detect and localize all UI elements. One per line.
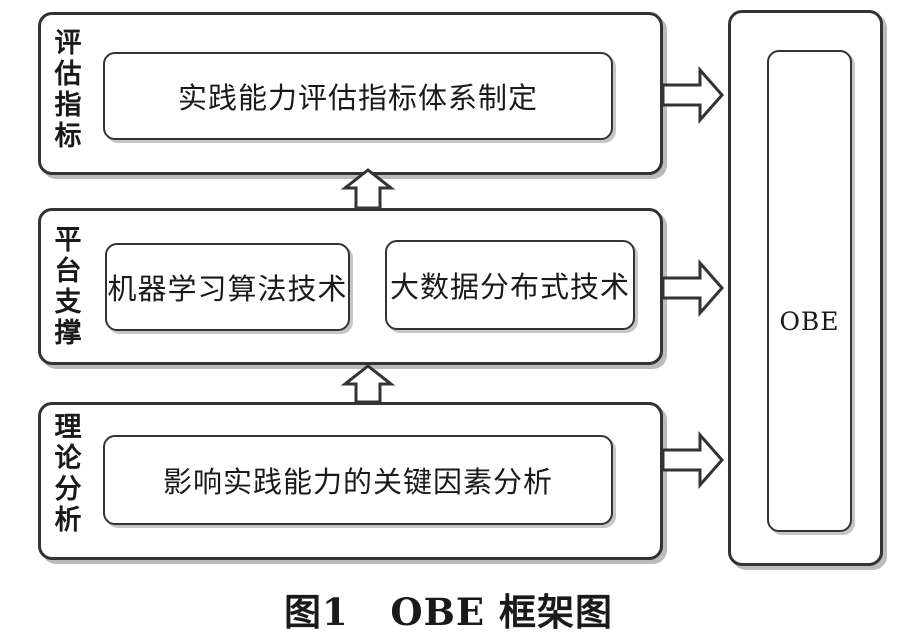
up-arrow-platform-to-evaluation (340, 168, 396, 210)
evaluation-layer-label: 评 估 指 标 (54, 28, 82, 152)
platform-item-bigdata: 大数据分布式技术 (385, 240, 635, 330)
right-arrow-platform-to-obe (661, 259, 724, 317)
up-arrow-theory-to-platform (340, 364, 396, 404)
right-arrow-theory-to-obe (661, 431, 724, 489)
obe-inner-box: OBE (767, 50, 852, 532)
obe-label: OBE (779, 307, 840, 336)
right-arrow-evaluation-to-obe (661, 66, 724, 124)
figure-caption: 图1 OBE 框架图 (284, 590, 613, 634)
obe-panel: OBE (728, 10, 883, 566)
platform-item-ml: 机器学习算法技术 (105, 243, 350, 331)
theory-item: 影响实践能力的关键因素分析 (103, 435, 613, 525)
platform-layer-label: 平 台 支 撑 (54, 225, 82, 349)
theory-layer-label: 理 论 分 析 (54, 412, 82, 536)
evaluation-item: 实践能力评估指标体系制定 (103, 52, 613, 140)
